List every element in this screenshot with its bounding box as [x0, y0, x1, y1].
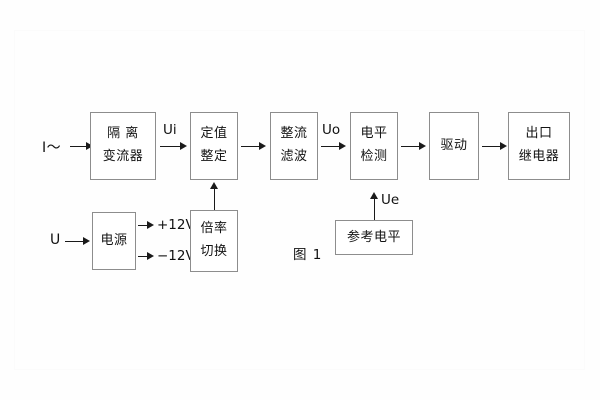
block-reference-level-line1: 参考电平 — [346, 229, 401, 245]
block-level-detection-line2: 检测 — [360, 149, 388, 164]
diagram-frame — [14, 30, 585, 370]
input-voltage-label: U — [50, 232, 61, 248]
block-rectifier-filter-line2: 滤波 — [280, 149, 308, 164]
block-power-supply-line1: 电源 — [100, 233, 128, 249]
block-setpoint-adjust[interactable]: 定值 整定 — [190, 112, 238, 180]
block-isolation-transformer-line1: 隔 离 — [107, 126, 139, 142]
block-power-supply[interactable]: 电源 — [92, 212, 136, 270]
wire-rail-positive — [138, 225, 150, 226]
block-isolation-transformer[interactable]: 隔 离 变流器 — [90, 112, 156, 180]
arrowhead-rail-negative — [147, 252, 154, 260]
arrowhead-drive-out — [500, 142, 507, 150]
block-level-detection-line1: 电平 — [360, 126, 388, 142]
figure-caption: 图 1 — [293, 247, 323, 263]
block-multiplier-switch-line1: 倍率 — [200, 221, 228, 237]
wire-multiplier-to-setpoint — [214, 188, 215, 210]
block-level-detection[interactable]: 电平 检测 — [350, 112, 398, 180]
block-drive[interactable]: 驱动 — [429, 112, 479, 180]
block-rectifier-filter-line1: 整流 — [280, 126, 308, 142]
block-rectifier-filter[interactable]: 整流 滤波 — [270, 112, 318, 180]
block-setpoint-adjust-line2: 整定 — [200, 149, 228, 164]
wire-current-to-isolation — [70, 146, 88, 147]
arrowhead-ui — [180, 142, 187, 150]
signal-ui-label: Ui — [163, 122, 177, 138]
block-output-relay-line2: 继电器 — [518, 149, 560, 164]
arrowhead-setpoint-out — [259, 142, 266, 150]
arrowhead-multiplier-up — [210, 182, 218, 189]
arrowhead-level-out — [419, 142, 426, 150]
wire-setpoint-to-rectifier — [241, 146, 263, 147]
arrowhead-current-in — [86, 142, 93, 150]
arrowhead-rail-positive — [147, 221, 154, 229]
block-multiplier-switch[interactable]: 倍率 切换 — [190, 210, 238, 272]
wire-isolation-to-setpoint — [160, 146, 182, 147]
block-reference-level[interactable]: 参考电平 — [335, 220, 413, 255]
block-setpoint-adjust-line1: 定值 — [200, 126, 228, 142]
block-drive-line1: 驱动 — [440, 138, 468, 154]
arrowhead-ue-up — [370, 192, 378, 199]
arrowhead-uo — [339, 142, 346, 150]
wire-voltage-to-power — [65, 241, 87, 242]
wire-drive-to-relay — [482, 146, 504, 147]
signal-uo-label: Uo — [322, 122, 341, 138]
block-output-relay-line1: 出口 — [525, 126, 553, 142]
wire-rectifier-to-level — [321, 146, 343, 147]
wire-level-to-drive — [401, 146, 423, 147]
input-current-label: I～ — [42, 140, 62, 156]
block-output-relay[interactable]: 出口 继电器 — [508, 112, 570, 180]
block-isolation-transformer-line2: 变流器 — [102, 149, 144, 164]
signal-ue-label: Ue — [381, 192, 400, 208]
rail-negative-label: −12V — [157, 248, 195, 264]
block-multiplier-switch-line2: 切换 — [200, 244, 228, 259]
arrowhead-voltage-in — [83, 237, 90, 245]
wire-rail-negative — [138, 256, 150, 257]
rail-positive-label: +12V — [157, 217, 195, 233]
wire-reference-to-level — [374, 198, 375, 220]
